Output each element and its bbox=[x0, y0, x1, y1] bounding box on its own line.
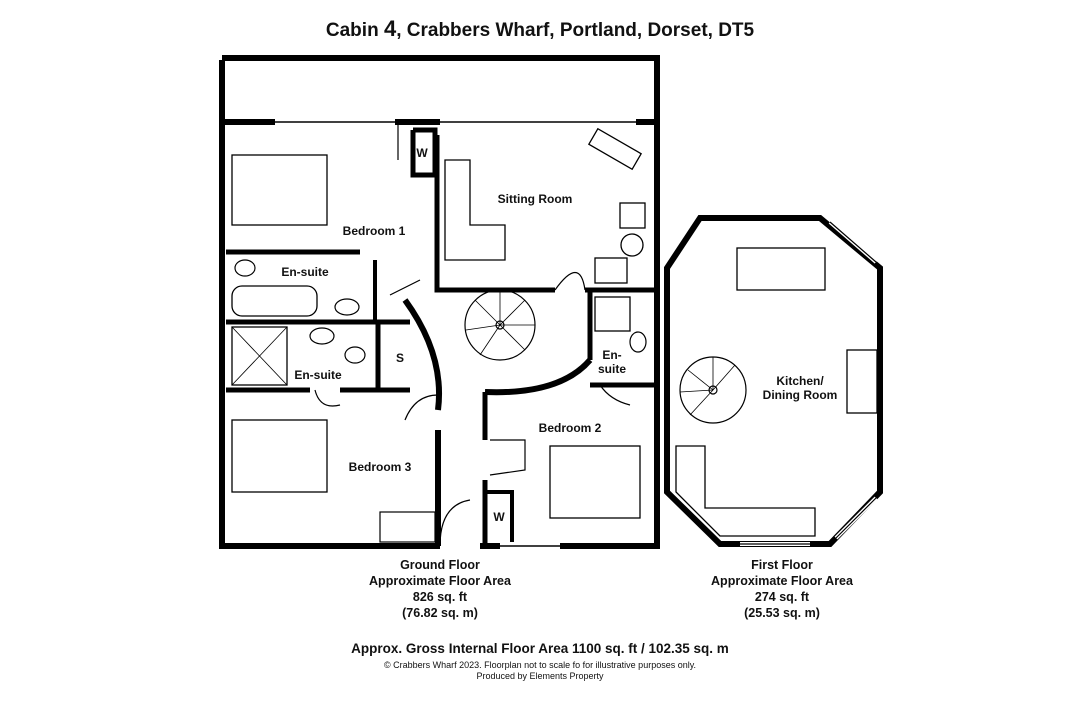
room-store: S bbox=[396, 351, 404, 365]
title-suffix: , Crabbers Wharf, Portland, Dorset, DT5 bbox=[396, 20, 755, 41]
ground-floor-sqm: (76.82 sq. m) bbox=[402, 606, 478, 620]
credit-note: Produced by Elements Property bbox=[476, 671, 604, 681]
ground-floor-name: Ground Floor bbox=[400, 558, 480, 572]
ground-floor-area: Ground Floor Approximate Floor Area 826 … bbox=[340, 557, 540, 621]
title-number: 4 bbox=[383, 16, 397, 41]
first-floor-sqft: 274 sq. ft bbox=[754, 590, 810, 604]
room-ensuite-2-line2: suite bbox=[598, 362, 626, 376]
ground-floor-sqft: 826 sq. ft bbox=[412, 590, 468, 604]
room-ensuite-2-line1: En- bbox=[602, 348, 621, 362]
room-bedroom-1: Bedroom 1 bbox=[343, 224, 406, 238]
room-wardrobe-bottom: W bbox=[493, 510, 505, 524]
room-bedroom-2: Bedroom 2 bbox=[539, 421, 602, 435]
room-bedroom-3: Bedroom 3 bbox=[349, 460, 412, 474]
room-kitchen-line2: Dining Room bbox=[763, 388, 838, 402]
room-ensuite-1: En-suite bbox=[281, 265, 329, 279]
gross-area: Approx. Gross Internal Floor Area 1100 s… bbox=[351, 641, 729, 656]
room-wardrobe-top: W bbox=[416, 146, 428, 160]
first-floor-area: First Floor Approximate Floor Area 274 s… bbox=[682, 557, 882, 621]
title-prefix: Cabin bbox=[325, 20, 379, 41]
room-sitting: Sitting Room bbox=[498, 192, 573, 206]
first-floor-label: Approximate Floor Area bbox=[711, 574, 853, 588]
room-kitchen-line1: Kitchen/ bbox=[776, 374, 824, 388]
ground-floor-label: Approximate Floor Area bbox=[369, 574, 511, 588]
copyright-note: © Crabbers Wharf 2023. Floorplan not to … bbox=[383, 660, 697, 670]
first-floor-sqm: (25.53 sq. m) bbox=[744, 606, 820, 620]
footer-notes: © Crabbers Wharf 2023. Floorplan not to … bbox=[0, 660, 1080, 682]
room-ensuite-3: En-suite bbox=[294, 368, 342, 382]
page-title: Cabin 4, Crabbers Wharf, Portland, Dorse… bbox=[0, 16, 1080, 42]
first-floor-name: First Floor bbox=[751, 558, 813, 572]
